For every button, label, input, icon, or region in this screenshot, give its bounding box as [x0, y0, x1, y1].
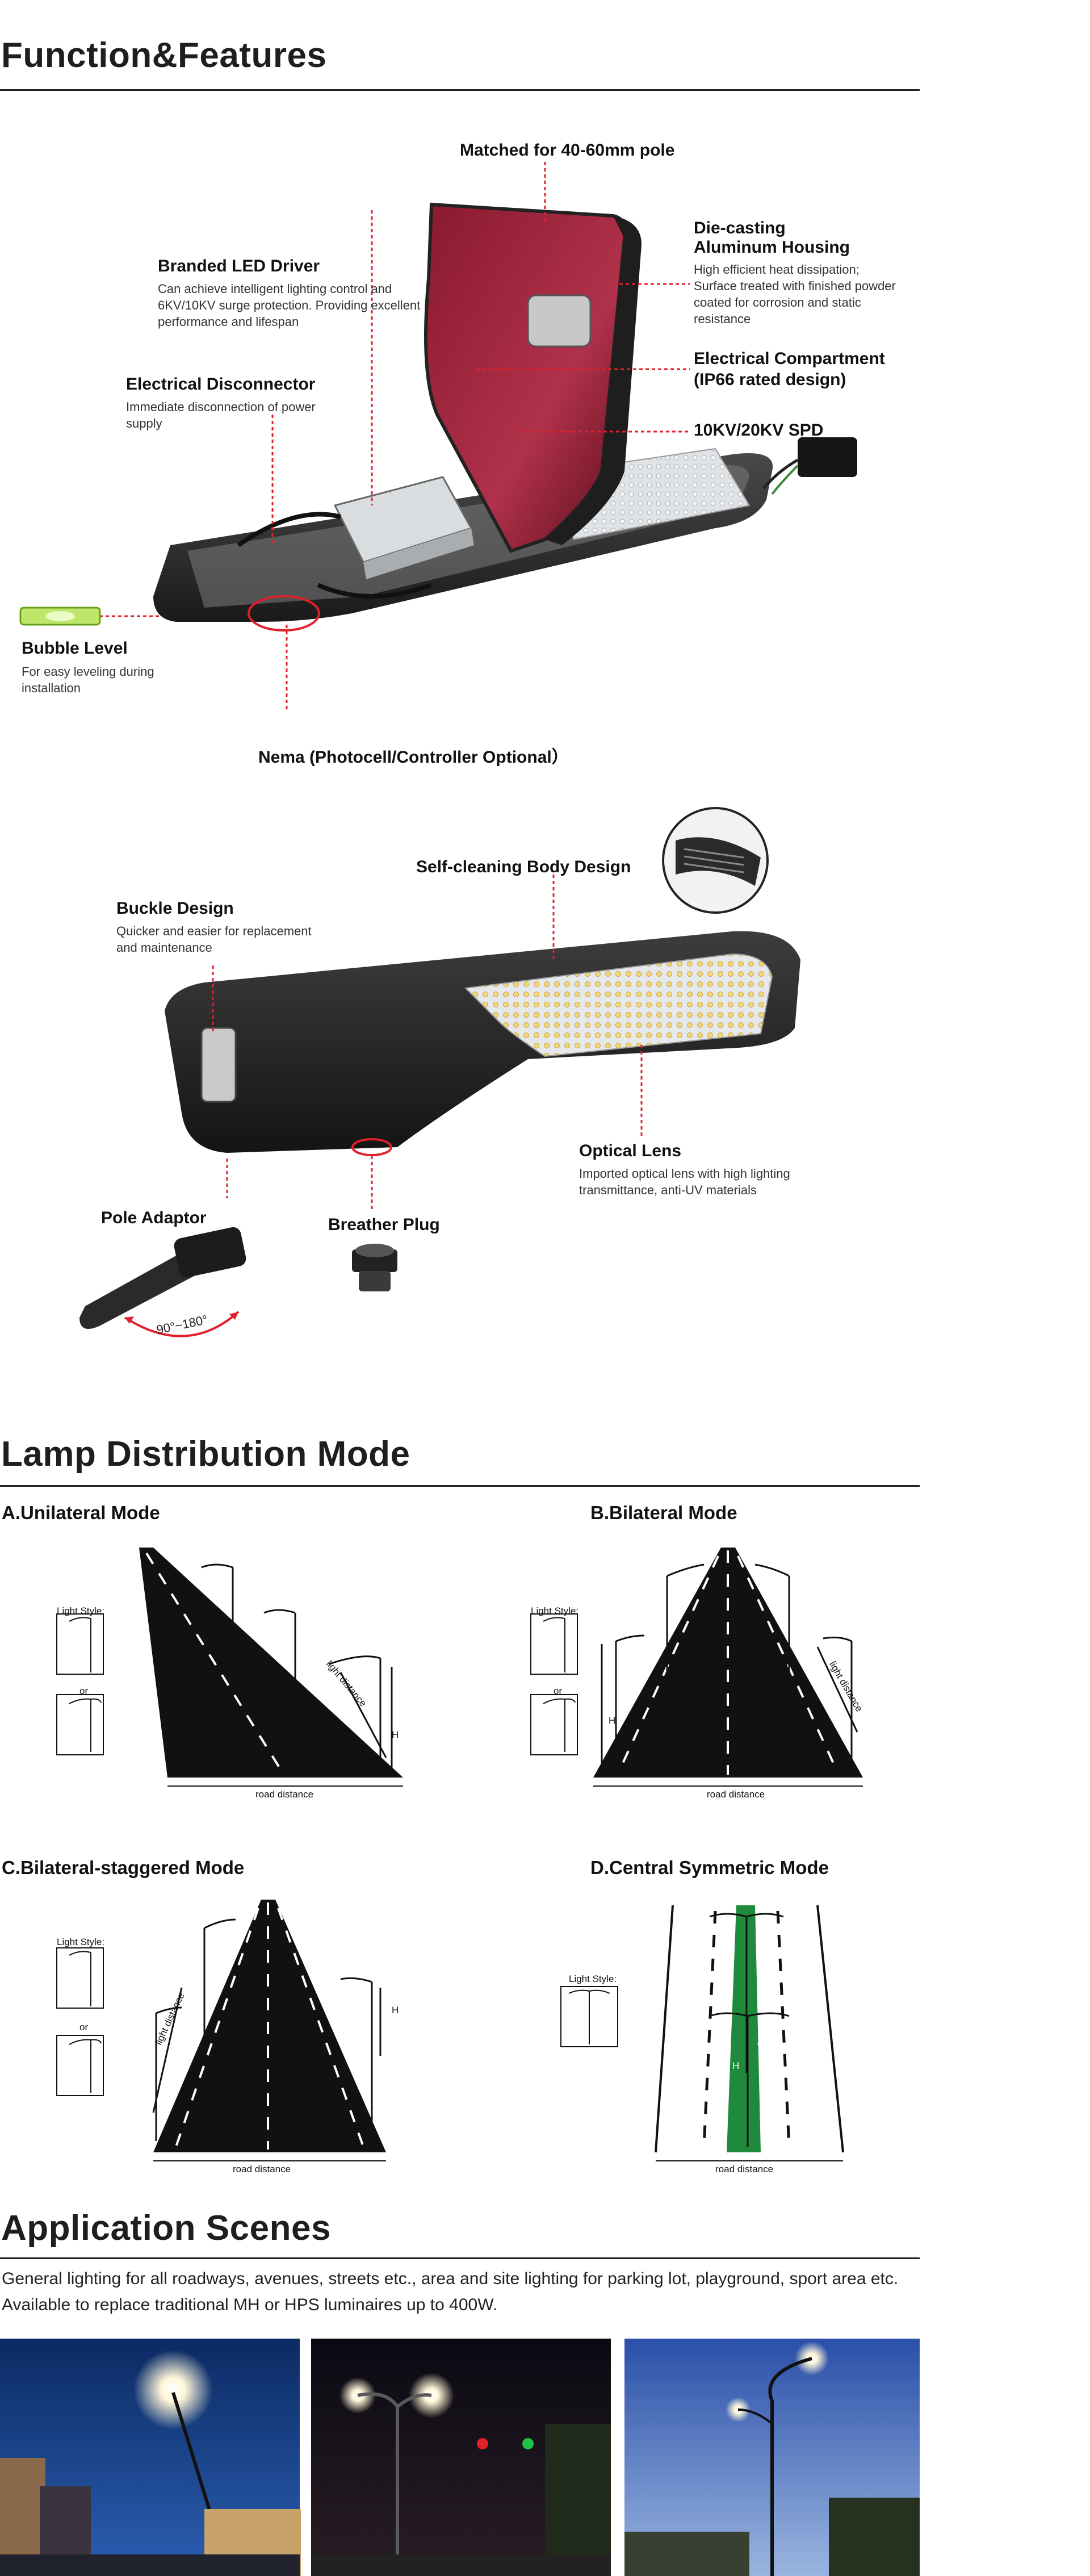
light-style-box-a1	[56, 1613, 104, 1675]
mode-c-light-style-label: Light Style:	[57, 1937, 105, 1947]
compartment-callout-title-1: Electrical Compartment	[694, 349, 885, 368]
housing-callout-title-2: Aluminum Housing	[694, 238, 850, 257]
selfclean-callout-title: Self-cleaning Body Design	[416, 858, 631, 876]
buckle-latch	[200, 1027, 237, 1103]
breather-highlight	[351, 1138, 392, 1156]
optical-callout-desc: Imported optical lens with high lighting…	[579, 1166, 790, 1197]
mode-a-h-label: H	[392, 1729, 399, 1740]
vent-detail-zoom	[662, 807, 769, 914]
distribution-divider	[0, 1485, 920, 1487]
light-style-box-a2	[56, 1694, 104, 1755]
mode-a-road-distance-label: road distance	[255, 1789, 314, 1800]
bubble-level-icon	[19, 607, 101, 626]
mode-b-road-distance-label: road distance	[707, 1789, 765, 1800]
light-style-box-c1	[56, 1947, 104, 2009]
breather-plug-icon	[352, 1244, 397, 1291]
mode-d-diagram	[560, 1905, 844, 2161]
pole-adaptor-icon	[79, 1227, 246, 1337]
disconnector-callout-desc: Immediate disconnection of power supply	[126, 400, 316, 430]
side-luminaire-illustration	[79, 807, 800, 1337]
optical-lens	[464, 953, 773, 1057]
features-heading: Function&Features	[1, 36, 327, 75]
compartment-callout-title-2: (IP66 rated design)	[694, 370, 846, 389]
buckle-clip	[527, 294, 592, 348]
mode-d-light-style-label: Light Style:	[569, 1973, 617, 1984]
pole-callout-title: Matched for 40-60mm pole	[460, 141, 675, 160]
mode-a-title: A.Unilateral Mode	[2, 1502, 160, 1523]
driver-callout-desc: Can achieve intelligent lighting control…	[158, 282, 421, 329]
distribution-heading: Lamp Distribution Mode	[1, 1435, 410, 1474]
mode-a-light-style-label: Light Style:	[57, 1605, 105, 1616]
mode-a-diagram	[56, 1548, 403, 1787]
mode-c-road-distance-label: road distance	[233, 2164, 291, 2174]
mode-a-or-label: or	[79, 1686, 89, 1696]
application-divider	[0, 2257, 920, 2259]
light-style-box-d	[560, 1986, 618, 2047]
open-luminaire-illustration	[19, 162, 857, 710]
housing-callout-title-1: Die-casting	[694, 219, 786, 237]
buckle-callout-title: Buckle Design	[116, 899, 234, 918]
mode-d-road-distance-label: road distance	[715, 2164, 774, 2174]
bubble-level-callout-desc: For easy leveling during installation	[22, 664, 154, 695]
road-a	[139, 1548, 403, 1778]
features-divider	[0, 89, 920, 91]
mode-d-h-label: H	[732, 2060, 740, 2071]
buckle-callout-desc: Quicker and easier for replacement and m…	[116, 924, 312, 955]
mode-b-or-label: or	[554, 1686, 563, 1696]
mode-b-diagram	[530, 1548, 863, 1787]
nema-socket-highlight	[248, 595, 320, 632]
disconnector-callout-title: Electrical Disconnector	[126, 375, 316, 394]
road-c	[153, 1900, 386, 2152]
optical-callout-title: Optical Lens	[579, 1141, 682, 1160]
light-style-box-b1	[530, 1613, 578, 1675]
scene-photo-avenue	[311, 2339, 611, 2576]
spd-module-icon	[762, 437, 857, 495]
road-b	[593, 1548, 863, 1778]
mode-b-light-style-label: Light Style:	[531, 1605, 579, 1616]
light-style-box-b2	[530, 1694, 578, 1755]
mode-d-title: D.Central Symmetric Mode	[590, 1857, 829, 1878]
scene-photo-road	[624, 2339, 920, 2576]
spd-callout-title: 10KV/20KV SPD	[694, 421, 824, 440]
application-intro-line2: Available to replace traditional MH or H…	[2, 2295, 498, 2314]
mode-c-diagram	[56, 1900, 386, 2161]
application-intro-line1: General lighting for all roadways, avenu…	[2, 2269, 899, 2288]
mode-c-or-label: or	[79, 2022, 89, 2033]
housing-callout-desc: High efficient heat dissipation; Surface…	[694, 262, 896, 326]
breather-callout-title: Breather Plug	[328, 1215, 440, 1234]
driver-callout-title: Branded LED Driver	[158, 257, 320, 275]
green-median	[727, 1905, 761, 2152]
mode-c-h-label: H	[392, 2005, 399, 2015]
mode-b-h-label: H	[609, 1715, 616, 1726]
mode-b-title: B.Bilateral Mode	[590, 1502, 737, 1523]
mode-c-title: C.Bilateral-staggered Mode	[2, 1857, 245, 1878]
adaptor-callout-title: Pole Adaptor	[101, 1208, 207, 1227]
bubble-level-callout-title: Bubble Level	[22, 639, 128, 658]
application-scene-photos	[0, 2339, 920, 2576]
light-style-box-c2	[56, 2035, 104, 2096]
scene-photo-street	[0, 2339, 301, 2576]
application-heading: Application Scenes	[1, 2209, 331, 2248]
nema-callout-title: Nema (Photocell/Controller Optional）	[258, 748, 569, 767]
